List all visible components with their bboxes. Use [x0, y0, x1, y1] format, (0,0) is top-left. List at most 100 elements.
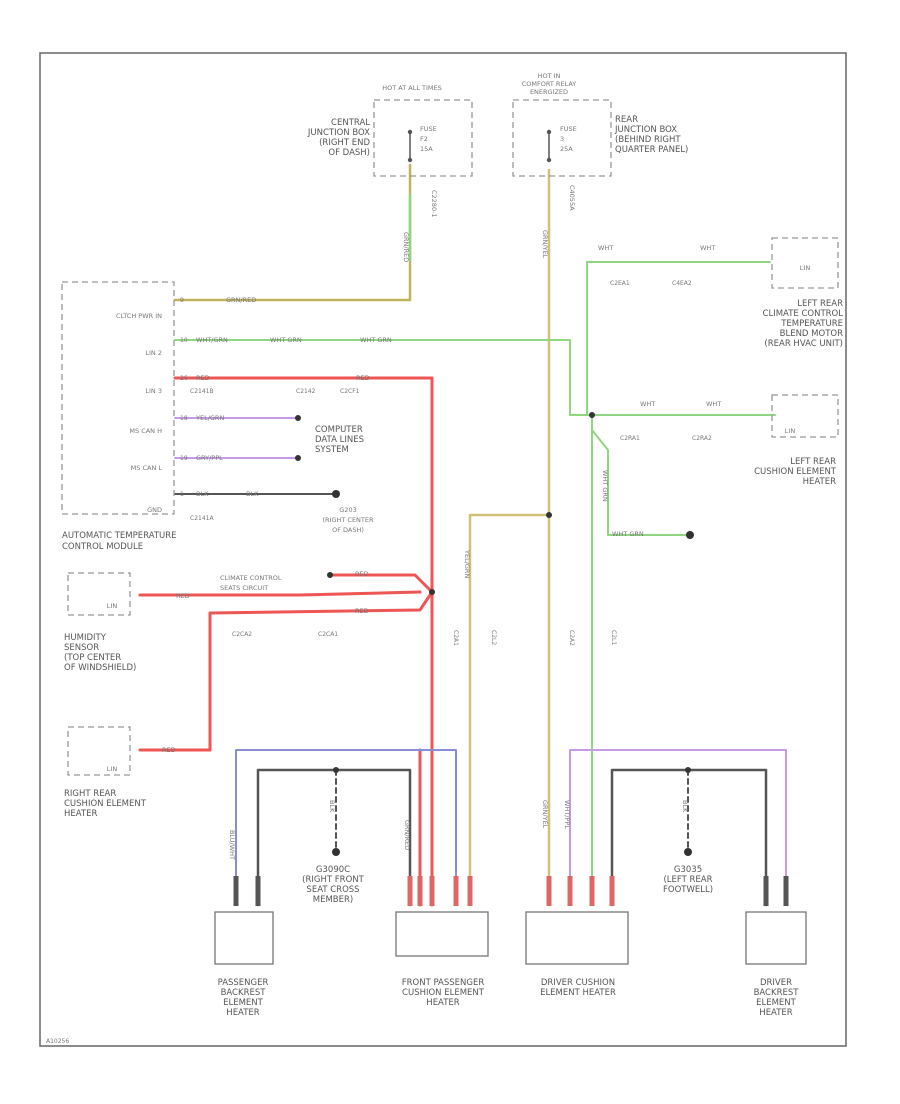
- splices-front-0: C2CA2: [232, 631, 252, 638]
- components-driver_backrest-line-2: ELEMENT: [756, 998, 797, 1008]
- components-driver_cushion-line-0: DRIVER CUSHION: [541, 978, 615, 988]
- terminal-mark: [783, 876, 789, 906]
- power-right_box-line-2: (BEHIND RIGHT: [615, 135, 681, 145]
- splices-top-1: C2CF1: [340, 388, 360, 395]
- components-right_rear_cushion-line-1: CUSHION ELEMENT: [64, 799, 147, 809]
- wire-purple-driver: [569, 749, 787, 906]
- components-g_front-line-1: (RIGHT FRONT: [302, 875, 364, 885]
- power-right_box-line-0: REAR: [615, 115, 638, 125]
- components-left_rear_motor-line-2: TEMPERATURE: [780, 319, 843, 329]
- components-left_rear_motor-line-1: CLIMATE CONTROL: [763, 309, 844, 319]
- wire_labels-wht: WHT: [700, 244, 715, 252]
- components-g_front-line-2: SEAT CROSS: [306, 885, 359, 895]
- module-name-line-1: CONTROL MODULE: [62, 542, 143, 552]
- components-humidity-line-0: HUMIDITY: [64, 633, 107, 643]
- splices-front-1: C2CA1: [318, 631, 338, 638]
- wire_labels-red: RED: [355, 570, 369, 578]
- power-right_supply-line-0: HOT IN: [538, 72, 561, 80]
- terminal-mark: [453, 876, 459, 906]
- components-left_rear_motor-line-4: (REAR HVAC UNIT): [764, 339, 843, 349]
- wire_labels-red: RED: [176, 592, 190, 600]
- module-pin_numbers-1: 10: [180, 337, 188, 344]
- components-g_rear-line-1: (LEFT REAR: [663, 875, 712, 885]
- module-pins-4: MS CAN L: [131, 464, 163, 472]
- wire-red-rear-cushion: [138, 590, 434, 752]
- wire_labels-wht_grn: WHT GRN: [270, 336, 302, 344]
- components-left_rear_motor-line-3: BLEND MOTOR: [780, 329, 843, 339]
- components-front_passenger_cushion-line-1: CUSHION ELEMENT: [402, 988, 485, 998]
- components-g_front-line-3: MEMBER): [313, 895, 353, 905]
- splice-points: [295, 412, 691, 773]
- components-driver_backrest-line-1: BACKREST: [754, 988, 800, 998]
- wire_labels-blk: BLK: [246, 490, 259, 498]
- components-left_rear_cushion-line-2: HEATER: [803, 477, 836, 487]
- wire_labels-wht_grn: WHT GRN: [612, 530, 644, 538]
- wire-left-power: [173, 163, 412, 302]
- wire-tan-branch: [468, 513, 551, 907]
- module-pin_numbers-5: 1: [180, 491, 184, 498]
- wire_labels-wht: WHT: [640, 400, 655, 408]
- driver-backrest-heater: [745, 911, 807, 965]
- ground-g3035-icon: [684, 848, 692, 856]
- module-name-line-0: AUTOMATIC TEMPERATURE: [62, 531, 177, 541]
- components-front_passenger_cushion-line-0: FRONT PASSENGER: [402, 978, 485, 988]
- left-rear-cushion-box: [771, 394, 839, 438]
- driver-cushion-heater: [525, 911, 629, 965]
- wire-lin2: [174, 339, 776, 416]
- power-right_fuse-line-0: FUSE: [560, 125, 577, 133]
- power-left_fuse-line-1: F2: [420, 135, 428, 143]
- splices-climate-line-1: SEATS CIRCUIT: [220, 584, 268, 592]
- module-wires-4: GRY/PPL: [196, 454, 223, 462]
- power-right_box-line-3: QUARTER PANEL): [615, 145, 688, 155]
- components-lin: LIN: [785, 427, 796, 435]
- splices-seat_cons-1: C2A2: [568, 630, 575, 646]
- terminal-mark: [609, 876, 615, 906]
- wire-climate-seats: [591, 429, 691, 536]
- components-lin: LIN: [107, 765, 118, 773]
- terminal-marks: [233, 876, 789, 906]
- fuse-right: [546, 129, 552, 163]
- components-front_passenger_cushion-line-2: HEATER: [426, 998, 459, 1008]
- components-left_rear_cushion-line-1: CUSHION ELEMENT: [754, 467, 837, 477]
- climate-seats-endpoint: [686, 531, 694, 539]
- ground-g203-icon: [332, 490, 340, 498]
- module-ground-line-2: OF DASH): [332, 526, 364, 534]
- module-computer_data-line-1: DATA LINES: [315, 435, 364, 445]
- power-right_box-line-1: JUNCTION BOX: [614, 125, 677, 135]
- module-pins-2: LIN 3: [145, 387, 162, 395]
- central-junction-box: [373, 99, 473, 177]
- module-wires-5: BLK: [196, 490, 209, 498]
- module-pins-1: LIN 2: [145, 349, 162, 357]
- wire_labels-wht: WHT: [706, 400, 721, 408]
- module-pin_numbers-2: 26: [180, 375, 188, 382]
- power-left_connector: C2280-1: [430, 190, 438, 218]
- terminal-mark: [417, 876, 423, 906]
- left-rear-motor-box: [771, 237, 839, 289]
- diagram-id: A10256: [46, 1038, 69, 1045]
- components-g_front-line-0: G3090C: [316, 865, 350, 875]
- ground-g3090c-icon: [332, 848, 340, 856]
- power-left_box-line-1: JUNCTION BOX: [307, 128, 370, 138]
- wire_labels-red: RED: [355, 607, 369, 615]
- right-rear-cushion-box: [67, 726, 131, 776]
- wire-blue: [235, 749, 457, 906]
- power-left_box-line-2: (RIGHT END: [319, 138, 370, 148]
- terminal-mark: [407, 876, 413, 906]
- components-driver_cushion-line-1: ELEMENT HEATER: [540, 988, 616, 998]
- components-humidity-line-3: OF WINDSHIELD): [64, 663, 136, 673]
- passenger-backrest-heater: [214, 911, 274, 965]
- power-left_box-line-0: CENTRAL: [331, 118, 370, 128]
- module-wires-0: GRN/RED: [226, 296, 256, 304]
- components-passenger_backrest-line-3: HEATER: [226, 1008, 259, 1018]
- power-left_fuse-line-0: FUSE: [420, 125, 437, 133]
- wire-red-climate: [328, 573, 434, 594]
- splices-wht_grn-1: C4EA2: [672, 280, 692, 287]
- terminal-mark: [255, 876, 261, 906]
- terminal-mark: [467, 876, 473, 906]
- wire_labels-wht_grn: WHT GRN: [601, 470, 609, 502]
- splices-wht_grn-2: C2RA1: [620, 435, 640, 442]
- power-left_wire: GRN/RED: [402, 232, 410, 262]
- wire_labels-blk: BLK: [681, 800, 689, 813]
- power-right_supply-line-2: ENERGIZED: [530, 88, 568, 96]
- components-lin: LIN: [107, 602, 118, 610]
